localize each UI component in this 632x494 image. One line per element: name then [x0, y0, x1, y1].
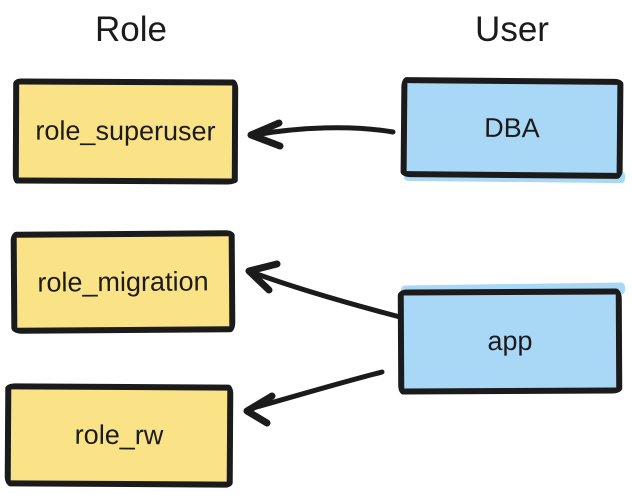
node-user-dba: DBA	[400, 77, 624, 179]
node-label: role_rw	[74, 419, 164, 451]
node-user-app: app	[397, 288, 623, 395]
column-header-role: Role	[95, 10, 167, 49]
column-header-user: User	[475, 10, 549, 49]
arrow-app-to-role-migration	[245, 260, 403, 320]
node-label: app	[487, 325, 533, 357]
node-role-rw: role_rw	[4, 383, 234, 488]
arrow-app-to-role-rw	[243, 369, 385, 427]
node-label: role_superuser	[35, 115, 216, 147]
node-role-migration: role_migration	[10, 230, 236, 334]
node-label: DBA	[484, 112, 540, 143]
node-label: role_migration	[37, 265, 209, 298]
node-role-superuser: role_superuser	[12, 78, 239, 185]
arrow-dba-to-role-superuser	[247, 119, 396, 150]
